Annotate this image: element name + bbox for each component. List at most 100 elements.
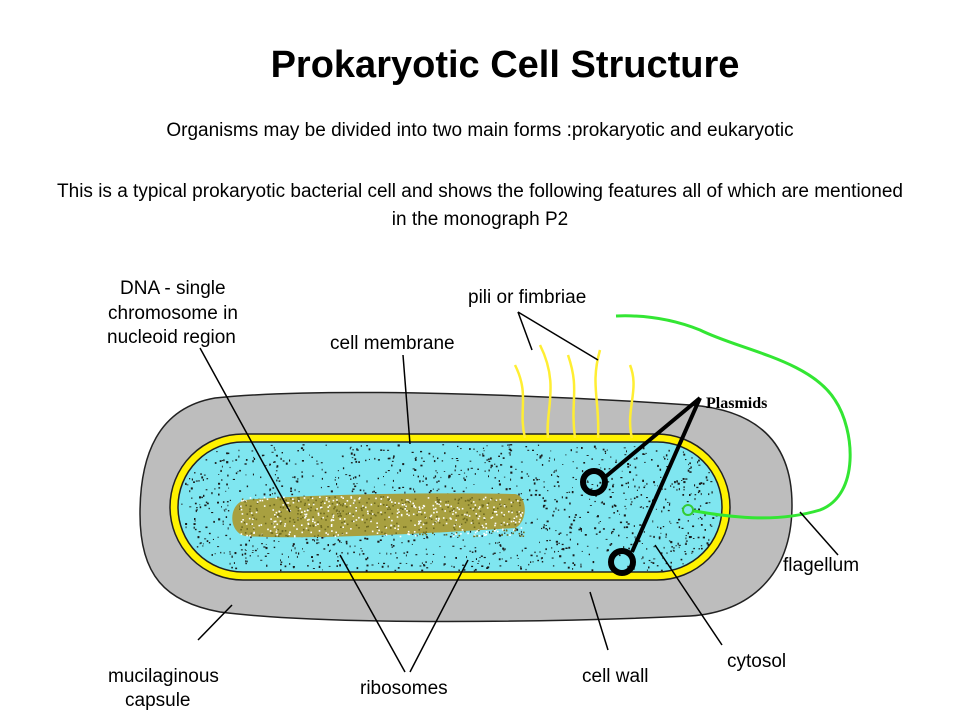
nucleoid-dot: [492, 530, 494, 533]
nucleoid-dot: [418, 520, 420, 523]
ribosome-dot: [372, 491, 374, 493]
ribosome-dot: [205, 526, 208, 529]
nucleoid-dot: [493, 509, 495, 511]
nucleoid-dot: [362, 506, 365, 509]
ribosome-dot: [575, 451, 578, 453]
nucleoid-dot: [333, 507, 335, 510]
ribosome-dot: [580, 494, 583, 496]
nucleoid-dot: [485, 531, 488, 533]
ribosome-dot: [667, 502, 669, 503]
nucleoid-dot: [305, 515, 307, 518]
ribosome-dot: [249, 555, 251, 557]
ribosome-dot: [375, 492, 377, 494]
ribosome-dot: [489, 457, 492, 460]
ribosome-dot: [263, 546, 266, 548]
nucleoid-dot: [419, 520, 422, 522]
ribosome-dot: [251, 552, 254, 553]
ribosome-dot: [269, 463, 271, 466]
ribosome-dot: [475, 568, 477, 571]
ribosome-dot: [227, 452, 230, 455]
ribosome-dot: [226, 452, 228, 455]
nucleoid-dot: [333, 534, 335, 537]
nucleoid-dot: [340, 515, 342, 517]
nucleoid-dot: [358, 527, 360, 529]
ribosome-dot: [185, 526, 187, 529]
nucleoid-dot: [445, 519, 448, 521]
nucleoid-dot: [327, 510, 330, 512]
nucleoid-dot: [420, 526, 422, 528]
nucleoid-dot: [240, 505, 242, 508]
ribosome-dot: [392, 545, 395, 547]
nucleoid-dot: [424, 532, 427, 535]
ribosome-dot: [499, 544, 502, 546]
nucleoid-dot: [301, 531, 303, 534]
ribosome-dot: [551, 557, 554, 559]
ribosome-dot: [704, 529, 706, 531]
nucleoid-dot: [457, 514, 460, 517]
ribosome-dot: [644, 461, 646, 463]
ribosome-dot: [213, 520, 215, 523]
nucleoid-dot: [408, 533, 410, 536]
ribosome-dot: [356, 448, 358, 451]
ribosome-dot: [387, 470, 390, 472]
nucleoid-dot: [406, 499, 408, 501]
ribosome-dot: [646, 497, 648, 499]
nucleoid-dot: [269, 530, 272, 532]
nucleoid-dot: [365, 506, 367, 509]
nucleoid-dot: [388, 516, 390, 518]
ribosome-dot: [685, 542, 687, 545]
nucleoid-dot: [476, 535, 478, 537]
ribosome-dot: [554, 470, 556, 472]
ribosome-dot: [451, 565, 453, 567]
ribosome-dot: [311, 456, 313, 458]
nucleoid-dot: [367, 512, 369, 515]
ribosome-dot: [494, 477, 497, 479]
ribosome-dot: [572, 487, 573, 489]
ribosome-dot: [335, 476, 337, 478]
ribosome-dot: [294, 463, 297, 465]
ribosome-dot: [196, 509, 198, 511]
ribosome-dot: [379, 552, 381, 554]
ribosome-dot: [653, 558, 656, 560]
ribosome-dot: [662, 526, 665, 528]
nucleoid-dot: [244, 500, 246, 503]
ribosome-dot: [599, 481, 602, 484]
ribosome-dot: [335, 552, 338, 555]
ribosome-dot: [596, 484, 599, 487]
ribosome-dot: [545, 548, 547, 551]
ribosome-dot: [508, 444, 511, 446]
nucleoid-dot: [413, 505, 415, 508]
ribosome-dot: [688, 468, 691, 469]
nucleoid-dot: [434, 521, 436, 524]
nucleoid-dot: [410, 519, 412, 522]
ribosome-dot: [245, 543, 248, 546]
nucleoid-dot: [433, 527, 435, 530]
ribosome-dot: [270, 444, 273, 446]
ribosome-dot: [390, 553, 392, 555]
nucleoid-dot: [340, 526, 342, 528]
ribosome-dot: [399, 469, 401, 471]
nucleoid-dot: [366, 510, 369, 513]
ribosome-dot: [324, 471, 327, 474]
nucleoid-dot: [474, 504, 477, 506]
ribosome-dot: [201, 476, 204, 479]
ribosome-dot: [311, 556, 313, 558]
ribosome-dot: [252, 545, 254, 548]
nucleoid-dot: [512, 501, 514, 504]
ribosome-dot: [266, 537, 268, 539]
nucleoid-dot: [293, 521, 296, 523]
nucleoid-dot: [355, 510, 357, 512]
ribosome-dot: [211, 492, 213, 495]
ribosome-dot: [273, 446, 275, 449]
nucleoid-dot: [325, 499, 328, 501]
ribosome-dot: [214, 488, 216, 490]
ribosome-dot: [532, 449, 534, 451]
ribosome-dot: [678, 544, 681, 546]
ribosome-dot: [563, 508, 566, 511]
ribosome-dot: [195, 509, 198, 511]
nucleoid-dot: [344, 503, 346, 505]
ribosome-dot: [481, 565, 484, 567]
ribosome-dot: [190, 487, 193, 490]
ribosome-dot: [334, 543, 336, 545]
nucleoid-dot: [309, 509, 312, 512]
